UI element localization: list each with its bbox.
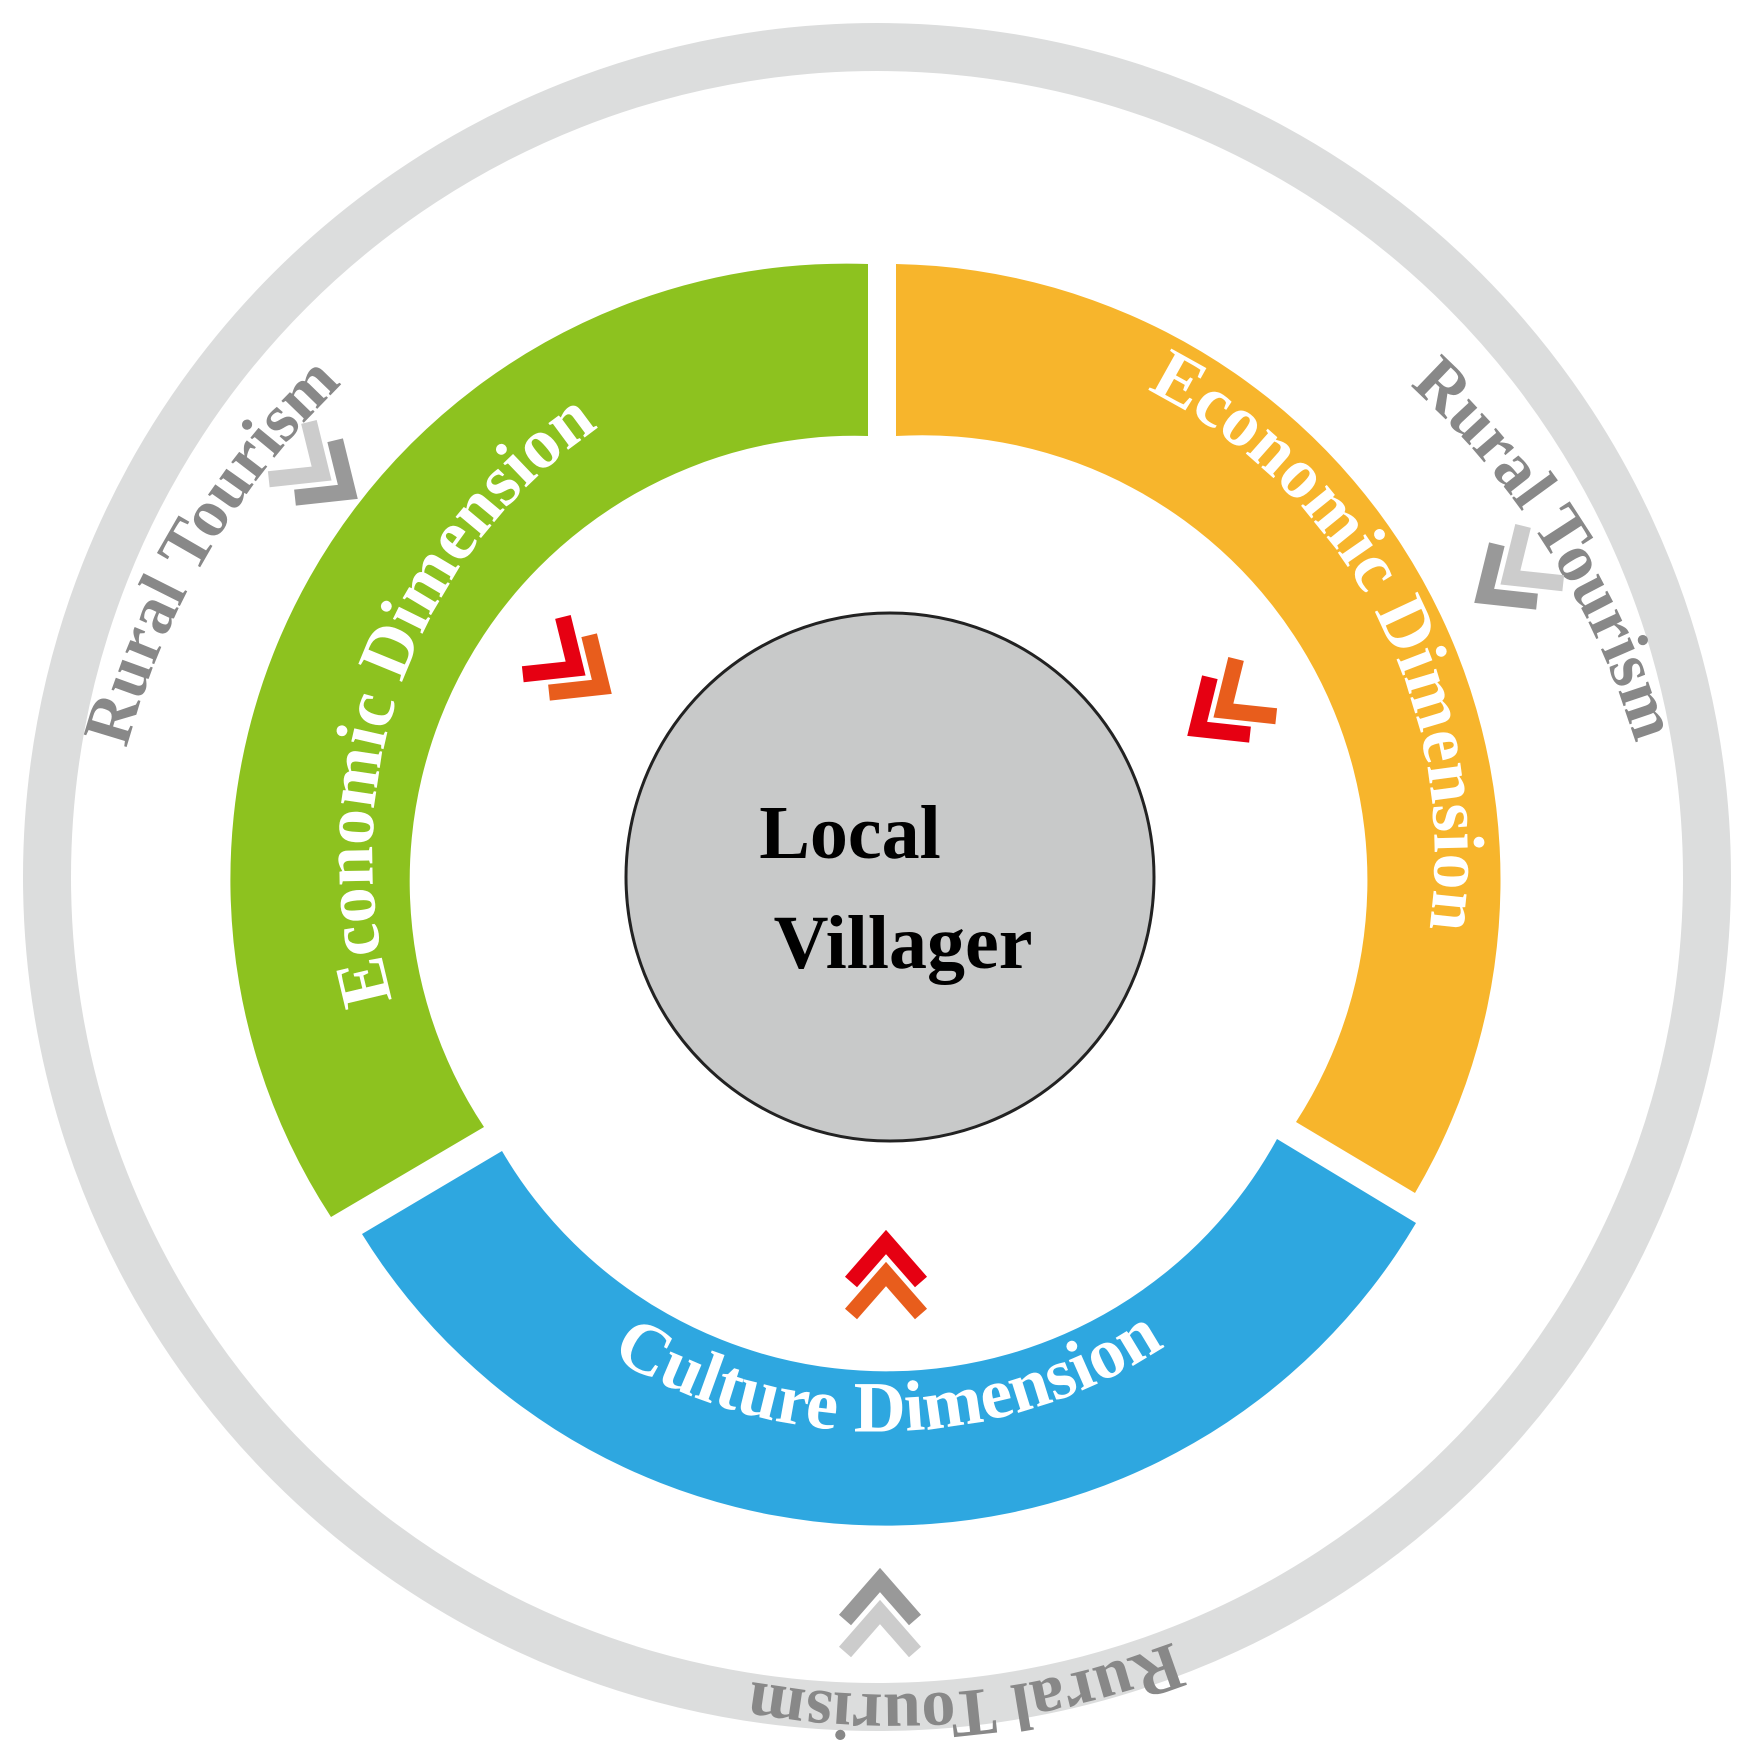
outer-ring [23, 23, 1731, 1731]
chevron-inner-top-left-icon [521, 615, 612, 701]
segment-culture-blue [362, 1139, 1416, 1526]
chevron-outer-right-icon [1474, 524, 1565, 610]
chevron-outer-bottom-icon [838, 1567, 922, 1658]
outer-label-bottom: Rural Tourism [742, 1628, 1193, 1755]
center-label-line2: Villager [774, 901, 1033, 985]
chevron-inner-top-right-icon [1187, 657, 1278, 743]
segment-economic-orange [896, 264, 1501, 1193]
chevron-inner-bottom-icon [844, 1229, 928, 1320]
chevron-outer-top-left-icon [267, 420, 358, 506]
segment-economic-green [230, 263, 868, 1217]
center-label-line1: Local [759, 791, 941, 875]
center-circle [624, 611, 1156, 1143]
